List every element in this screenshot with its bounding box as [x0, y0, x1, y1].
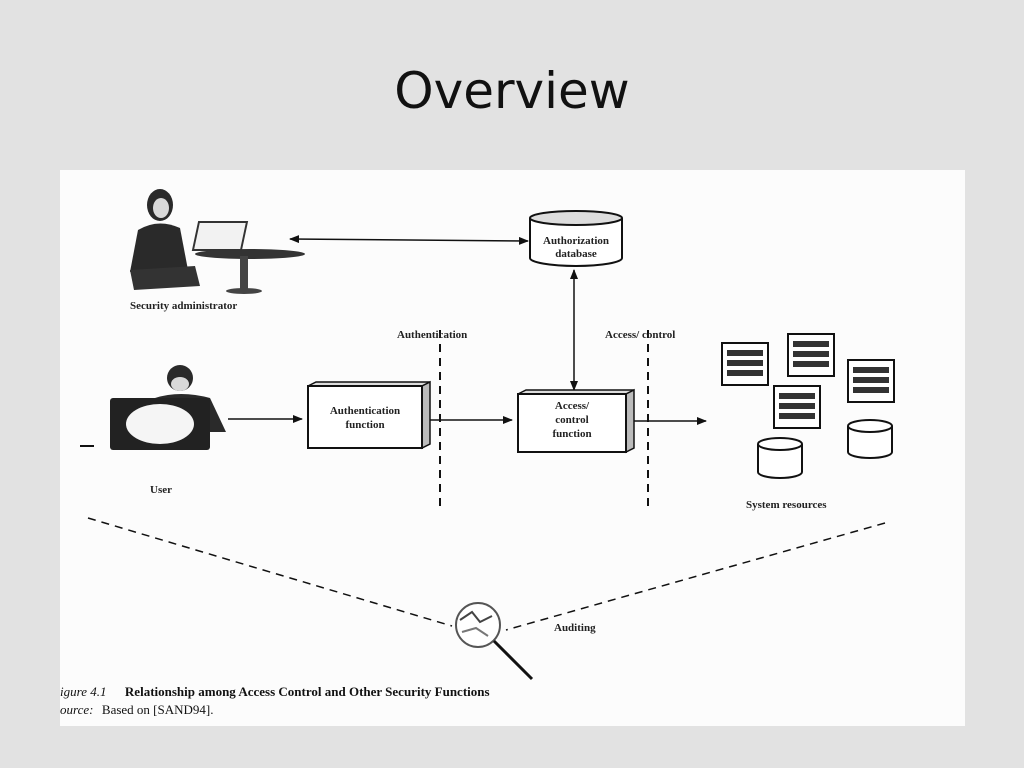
authentication-function-line2: function — [345, 419, 384, 431]
database-icon — [847, 419, 893, 459]
authorization-database-line2: database — [555, 248, 597, 260]
audit-user-dashed-line — [87, 517, 453, 627]
slide-title: Overview — [394, 62, 630, 120]
auditing-label: Auditing — [554, 622, 596, 634]
user-icon — [80, 365, 226, 450]
audit-resources-dashed-line — [505, 522, 886, 631]
authorization-database-node: Authorization database — [529, 210, 623, 267]
source-label: ource: — [60, 702, 93, 717]
figure-caption: igure 4.1 Relationship among Access Cont… — [60, 683, 490, 700]
access-control-function-node: Access/ control function — [517, 388, 635, 454]
access-control-function-line1: Access/ — [555, 400, 590, 412]
figure-number: igure 4.1 — [60, 684, 106, 699]
source-text: Based on [SAND94]. — [102, 702, 214, 717]
document-icon — [773, 385, 821, 429]
authentication-function-node: Authentication function — [307, 380, 431, 450]
security-administrator-icon — [130, 189, 305, 294]
authentication-boundary-label: Authentication — [397, 329, 467, 341]
system-resources-label: System resources — [746, 499, 827, 511]
database-icon — [757, 437, 803, 479]
access-control-diagram: Security administrator Authorization dat… — [60, 189, 895, 718]
security-administrator-label: Security administrator — [130, 300, 237, 312]
system-resources-group — [721, 333, 895, 479]
figure-panel: Security administrator Authorization dat… — [60, 170, 965, 726]
document-icon — [721, 342, 769, 386]
access-control-function-line3: function — [552, 428, 591, 440]
document-icon — [787, 333, 835, 377]
access-control-function-line2: control — [555, 414, 588, 426]
user-label: User — [150, 484, 172, 496]
document-icon — [847, 359, 895, 403]
authorization-database-line1: Authorization — [543, 235, 609, 247]
magnifier-icon — [455, 602, 534, 681]
admin-database-arrow — [289, 235, 529, 245]
figure-source: ource: Based on [SAND94]. — [60, 701, 213, 718]
access-control-boundary-label: Access/ control — [605, 329, 675, 341]
figure-title: Relationship among Access Control and Ot… — [125, 684, 490, 699]
authentication-function-line1: Authentication — [330, 405, 400, 417]
